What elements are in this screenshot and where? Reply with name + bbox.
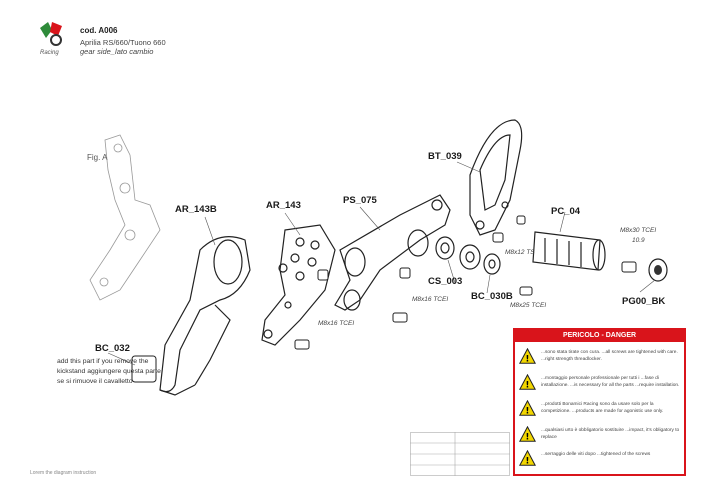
figure-a-bracket — [89, 134, 161, 301]
danger-row-text: ...prodotti Bonamici Racing sono da usar… — [541, 402, 664, 414]
warning-icon: ! — [519, 426, 536, 443]
part-pg00-bk-cap — [648, 258, 668, 282]
figure-label: Fig. A — [87, 153, 108, 162]
warning-icon: ! — [519, 374, 536, 391]
label-screw-m8x16-b: M8x16 TCEI — [412, 296, 449, 303]
label-torque-class: 10.9 — [632, 237, 645, 244]
brand-logo — [40, 22, 62, 46]
label-pg00-bk: PG00_BK — [622, 296, 666, 307]
label-ar-143: AR_143 — [266, 200, 301, 211]
danger-row: ! ...serraggio delle viti dopo ...tighte… — [519, 450, 682, 470]
label-bc-032: BC_032 — [95, 343, 130, 354]
warning-icon: ! — [519, 450, 536, 467]
part-ar-143 — [261, 224, 336, 346]
danger-row-text: ...qualsiasi urto è obbligatorio sostitu… — [541, 428, 680, 440]
danger-title: PERICOLO - DANGER — [515, 330, 684, 342]
danger-row-text: ...montaggio personale professionale per… — [541, 376, 680, 388]
part-bt-039 — [469, 119, 523, 236]
danger-row: ! ...qualsiasi urto è obbligatorio sosti… — [519, 426, 682, 446]
danger-panel: PERICOLO - DANGER ! ...sono stata tirate… — [513, 328, 686, 476]
label-screw-m8x30: M8x30 TCEI — [620, 227, 657, 234]
danger-row: ! ...sono stata tirate con cura. ...all … — [519, 348, 682, 368]
model-name: Aprilia RS/660/Tuono 660 — [80, 38, 166, 47]
side-label: gear side_lato cambio — [80, 47, 154, 56]
label-bt-039: BT_039 — [428, 151, 462, 162]
label-screw-m8x12: M8x12 TS — [505, 249, 535, 256]
warning-icon: ! — [519, 348, 536, 365]
label-bc-030b: BC_030B — [471, 291, 513, 302]
kickstand-note: add this part if you remove the kickstan… — [57, 358, 161, 385]
danger-row-text: ...serraggio delle viti dopo ...tightene… — [541, 452, 651, 457]
part-pc-04-peg — [532, 231, 606, 271]
label-ps-075: PS_075 — [343, 195, 377, 206]
label-screw-m8x25: M8x25 TCEI — [510, 302, 547, 309]
brand-name: Racing — [40, 50, 59, 56]
leader-lines — [107, 161, 656, 366]
label-screw-m8x16-a: M8x16 TCEI — [318, 320, 355, 327]
label-ar-143b: AR_143B — [175, 204, 217, 215]
screws — [131, 215, 637, 383]
svg-text:!: ! — [526, 457, 530, 467]
svg-text:!: ! — [526, 407, 530, 417]
warning-icon: ! — [519, 400, 536, 417]
svg-text:!: ! — [526, 355, 530, 365]
label-pc-04: PC_04 — [551, 206, 581, 217]
label-cs-003: CS_003 — [428, 276, 463, 287]
part-ps-075 — [334, 194, 451, 311]
part-cs-003-washers — [435, 236, 501, 275]
spec-table — [410, 432, 510, 476]
danger-row-text: ...sono stata tirate con cura. ...all sc… — [541, 350, 678, 362]
danger-row: ! ...montaggio personale professionale p… — [519, 374, 682, 394]
footer-note: Lorem the diagram instruction — [30, 470, 97, 476]
svg-text:!: ! — [526, 381, 530, 391]
svg-text:!: ! — [526, 433, 530, 443]
product-code: cod. A006 — [80, 26, 118, 35]
danger-row: ! ...prodotti Bonamici Racing sono da us… — [519, 400, 682, 420]
part-ar-143b — [159, 236, 251, 396]
